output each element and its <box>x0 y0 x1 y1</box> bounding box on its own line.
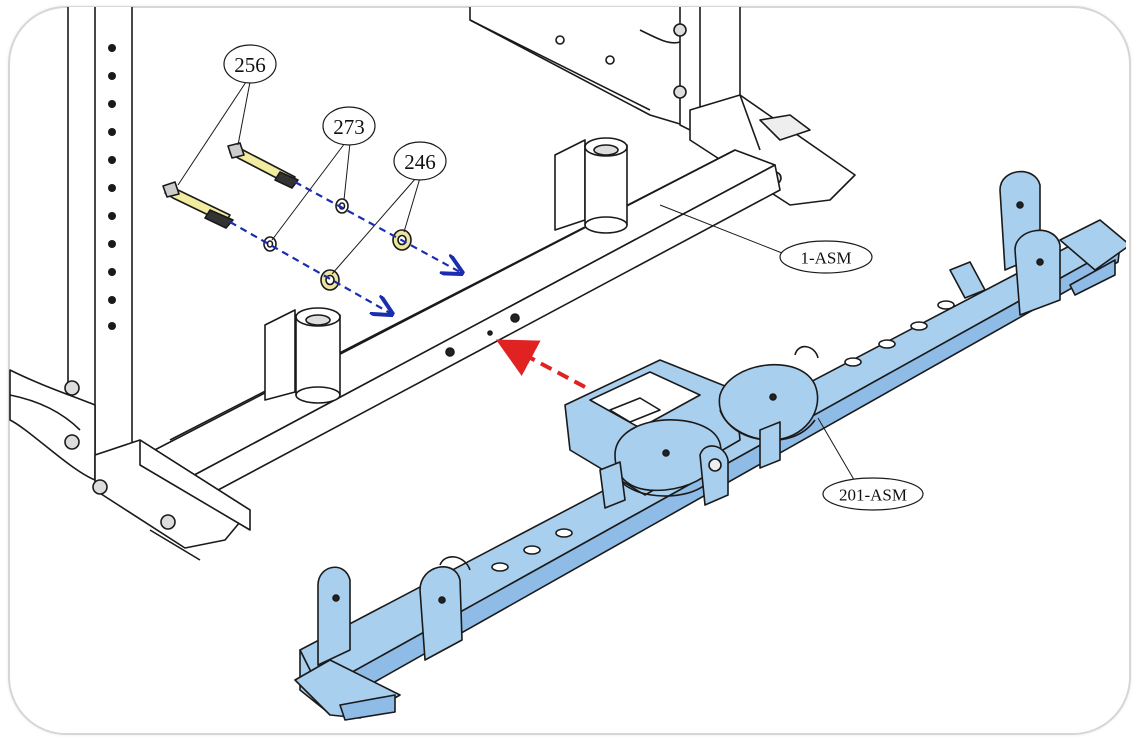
label-1-asm: 1-ASM <box>779 240 873 274</box>
callout-246: 246 <box>393 141 447 181</box>
callout-246-text: 246 <box>404 150 436 174</box>
washer-273-lower <box>263 236 277 252</box>
callout-256-text: 256 <box>234 53 266 77</box>
frame-front-upright <box>9 7 133 481</box>
label-201-asm: 201-ASM <box>822 477 924 511</box>
callout-273-text: 273 <box>333 115 365 139</box>
post-socket-rear <box>554 137 628 234</box>
insert-direction-arrow <box>495 339 586 389</box>
bolt-256-lower <box>162 181 234 229</box>
washer-246-lower <box>320 269 340 291</box>
frame-rear-upright <box>469 7 856 206</box>
rounded-frame <box>8 6 1131 735</box>
base-assembly-201 <box>294 170 1126 721</box>
frame-front-foot <box>92 439 251 561</box>
bolt-256-upper <box>227 142 299 189</box>
post-socket-front <box>264 307 341 404</box>
callout-273: 273 <box>322 106 376 146</box>
bolt-path-arrows <box>229 181 460 313</box>
callout-256: 256 <box>223 44 277 84</box>
label-201-asm-text: 201-ASM <box>839 486 907 505</box>
label-1-asm-text: 1-ASM <box>800 249 851 268</box>
washer-273-upper <box>335 198 349 214</box>
